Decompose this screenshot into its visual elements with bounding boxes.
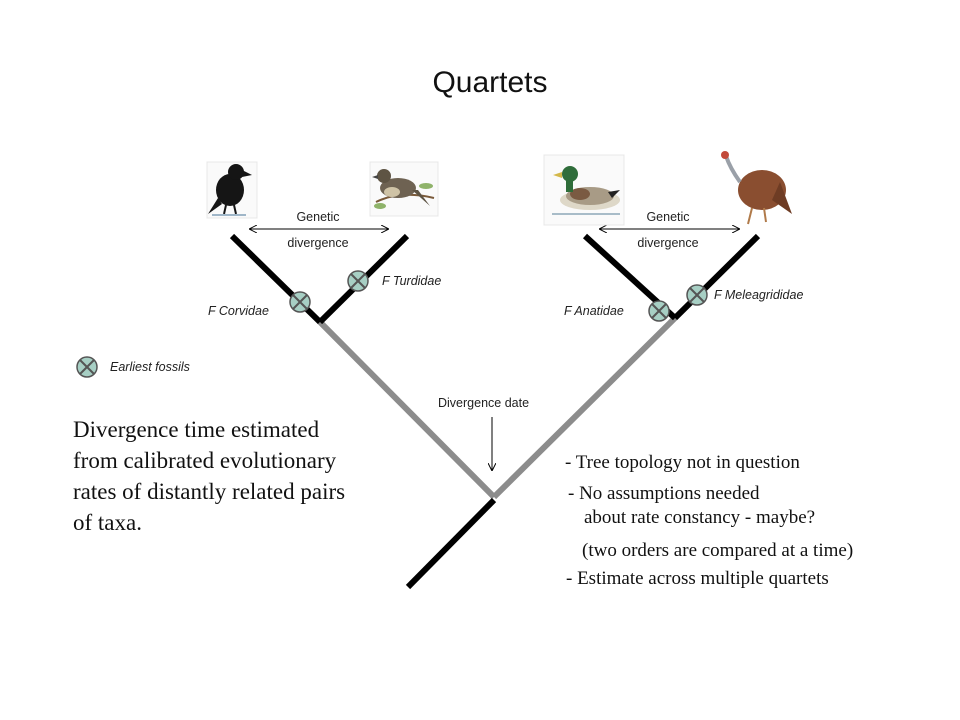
anatidae-label: F Anatidae xyxy=(564,304,624,318)
explanation-line: Divergence time estimated xyxy=(73,417,320,442)
fossil-marker-icon xyxy=(289,291,311,313)
bullet-assumptions-continued: about rate constancy - maybe? xyxy=(584,507,816,528)
explanation-paragraph: Divergence time estimated from calibrate… xyxy=(73,414,345,538)
internal-branch-left xyxy=(317,319,497,500)
bullet-two-orders: (two orders are compared at a time) xyxy=(582,540,854,561)
fossil-marker-icon xyxy=(347,270,369,292)
divergence-date-label: Divergence date xyxy=(438,396,530,410)
earliest-fossils-label: Earliest fossils xyxy=(110,360,190,374)
genetic-divergence-label-right-1: Genetic xyxy=(646,210,690,224)
internal-branch-right xyxy=(491,315,678,500)
fossil-marker-icon xyxy=(76,356,98,378)
slide-title: Quartets xyxy=(432,66,548,99)
corvidae-label: F Corvidae xyxy=(208,304,269,318)
explanation-line: from calibrated evolutionary xyxy=(73,448,337,473)
root-branch xyxy=(405,497,497,590)
fossil-marker-icon xyxy=(686,284,708,306)
turdidae-label: F Turdidae xyxy=(382,274,442,288)
genetic-divergence-label-left-2: divergence xyxy=(287,236,349,250)
genetic-divergence-label-left-1: Genetic xyxy=(296,210,340,224)
explanation-line: of taxa. xyxy=(73,510,142,535)
bullet-multiple-quartets: - Estimate across multiple quartets xyxy=(566,568,829,589)
turkey-icon xyxy=(721,151,792,225)
explanation-line: rates of distantly related pairs xyxy=(73,479,346,504)
crow-icon xyxy=(206,161,258,219)
bullet-topology: - Tree topology not in question xyxy=(565,452,800,473)
meleagrididae-label: F Meleagrididae xyxy=(714,288,804,302)
bullet-assumptions: - No assumptions needed xyxy=(568,483,760,504)
genetic-divergence-label-right-2: divergence xyxy=(637,236,699,250)
branch-meleagrididae xyxy=(672,233,761,321)
fossil-marker-icon xyxy=(648,300,670,322)
duck-icon xyxy=(543,154,625,226)
thrush-icon xyxy=(369,161,439,217)
